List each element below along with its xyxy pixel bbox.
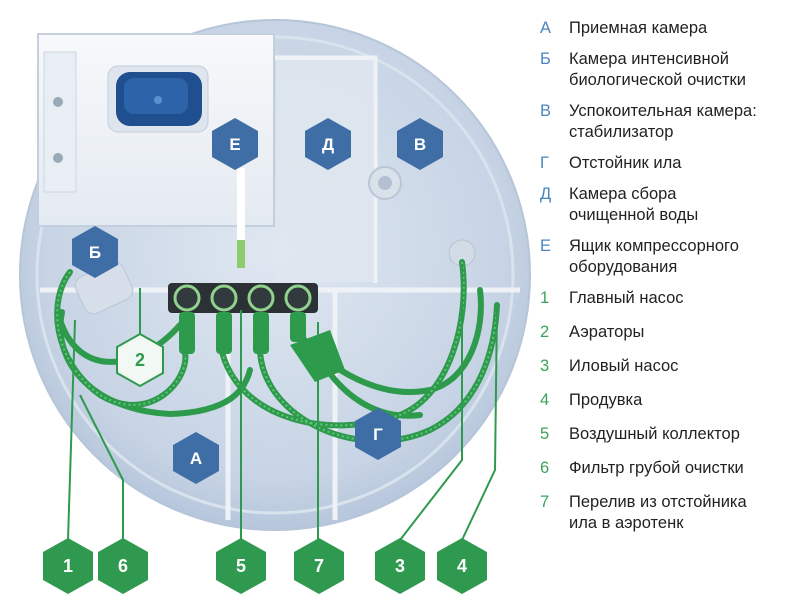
legend-item: Д Камера сбора очищенной воды	[540, 184, 800, 226]
aerator-marker: 2	[116, 332, 164, 388]
hose-highlights	[56, 261, 498, 442]
number-marker-5: 5	[216, 538, 266, 594]
clean-water-chamber	[276, 60, 374, 282]
chamber-marker-d-label: Д	[322, 135, 334, 154]
number-marker-1-label: 1	[63, 556, 73, 576]
legend-text: Главный насос	[569, 289, 684, 307]
legend-item: 7 Перелив из отстойника ила в аэротенк	[540, 492, 800, 534]
legend-key: Г	[540, 154, 549, 172]
legend-key: В	[540, 102, 552, 120]
legend-text: Ящик компрессорного оборудования	[569, 237, 739, 276]
number-marker-7: 7	[294, 538, 344, 594]
legend-text: Аэраторы	[569, 323, 645, 341]
chamber-marker-e: Е	[212, 118, 258, 170]
chamber-marker-a: А	[173, 432, 219, 484]
legend-key: 4	[540, 391, 550, 409]
septic-tank-diagram: Е Д В Б Г А 2 1 6 5 7 3	[19, 19, 531, 594]
legend-key: 2	[540, 323, 550, 341]
legend-text: Приемная камера	[569, 19, 708, 37]
legend-item: Г Отстойник ила	[540, 153, 800, 174]
legend-text: Успокоительная камера: стабилизатор	[569, 102, 757, 141]
legend-item: 2 Аэраторы	[540, 322, 800, 343]
number-marker-6: 6	[98, 538, 148, 594]
legend-key: Б	[540, 50, 551, 68]
legend-key: 5	[540, 425, 550, 443]
legend-item: 6 Фильтр грубой очистки	[540, 458, 800, 479]
legend-item: 1 Главный насос	[540, 288, 800, 309]
number-marker-6-label: 6	[118, 556, 128, 576]
number-marker-5-label: 5	[236, 556, 246, 576]
legend-item: 4 Продувка	[540, 390, 800, 411]
number-marker-4-label: 4	[457, 556, 467, 576]
legend-text: Воздушный коллектор	[569, 425, 740, 443]
legend-key: 6	[540, 459, 550, 477]
chamber-marker-v-label: В	[414, 135, 426, 154]
legend-key: 3	[540, 357, 550, 375]
chamber-marker-e-label: Е	[229, 135, 240, 154]
legend-text: Продувка	[569, 391, 643, 409]
overflow-fitting	[368, 166, 402, 200]
legend-text: Отстойник ила	[569, 154, 682, 172]
legend-item: 5 Воздушный коллектор	[540, 424, 800, 445]
legend-key: А	[540, 19, 552, 37]
number-marker-1: 1	[43, 538, 93, 594]
legend-item: В Успокоительная камера: стабилизатор	[540, 101, 800, 143]
leader-lines	[67, 265, 498, 541]
legend-item: А Приемная камера	[540, 18, 800, 39]
legend-text: Перелив из отстойника ила в аэротенк	[569, 493, 747, 532]
number-marker-3-label: 3	[395, 556, 405, 576]
number-marker-4: 4	[437, 538, 487, 594]
chamber-marker-d: Д	[305, 118, 351, 170]
chamber-marker-g-label: Г	[373, 425, 383, 444]
legend-text: Камера интенсивной биологической очистки	[569, 50, 746, 89]
legend-text: Фильтр грубой очистки	[569, 459, 744, 477]
legend-item: Е Ящик компрессорного оборудования	[540, 236, 800, 278]
legend-key: 7	[540, 493, 550, 511]
compressor-icon	[116, 72, 202, 126]
legend-text: Иловый насос	[569, 357, 679, 375]
manifold-valve	[173, 284, 312, 312]
chamber-marker-a-label: А	[190, 449, 202, 468]
number-marker-3: 3	[375, 538, 425, 594]
legend-key: Е	[540, 237, 552, 255]
legend-key: Д	[540, 185, 552, 203]
chamber-marker-b: Б	[72, 226, 118, 278]
legend-item: Б Камера интенсивной биологической очистк…	[540, 49, 800, 91]
legend-item: 3 Иловый насос	[540, 356, 800, 377]
chamber-marker-g: Г	[355, 408, 401, 460]
aerator-marker-label: 2	[135, 350, 145, 370]
number-marker-7-label: 7	[314, 556, 324, 576]
chamber-marker-b-label: Б	[89, 243, 101, 262]
legend-text: Камера сбора очищенной воды	[569, 185, 699, 224]
legend-key: 1	[540, 289, 550, 307]
chamber-marker-v: В	[397, 118, 443, 170]
